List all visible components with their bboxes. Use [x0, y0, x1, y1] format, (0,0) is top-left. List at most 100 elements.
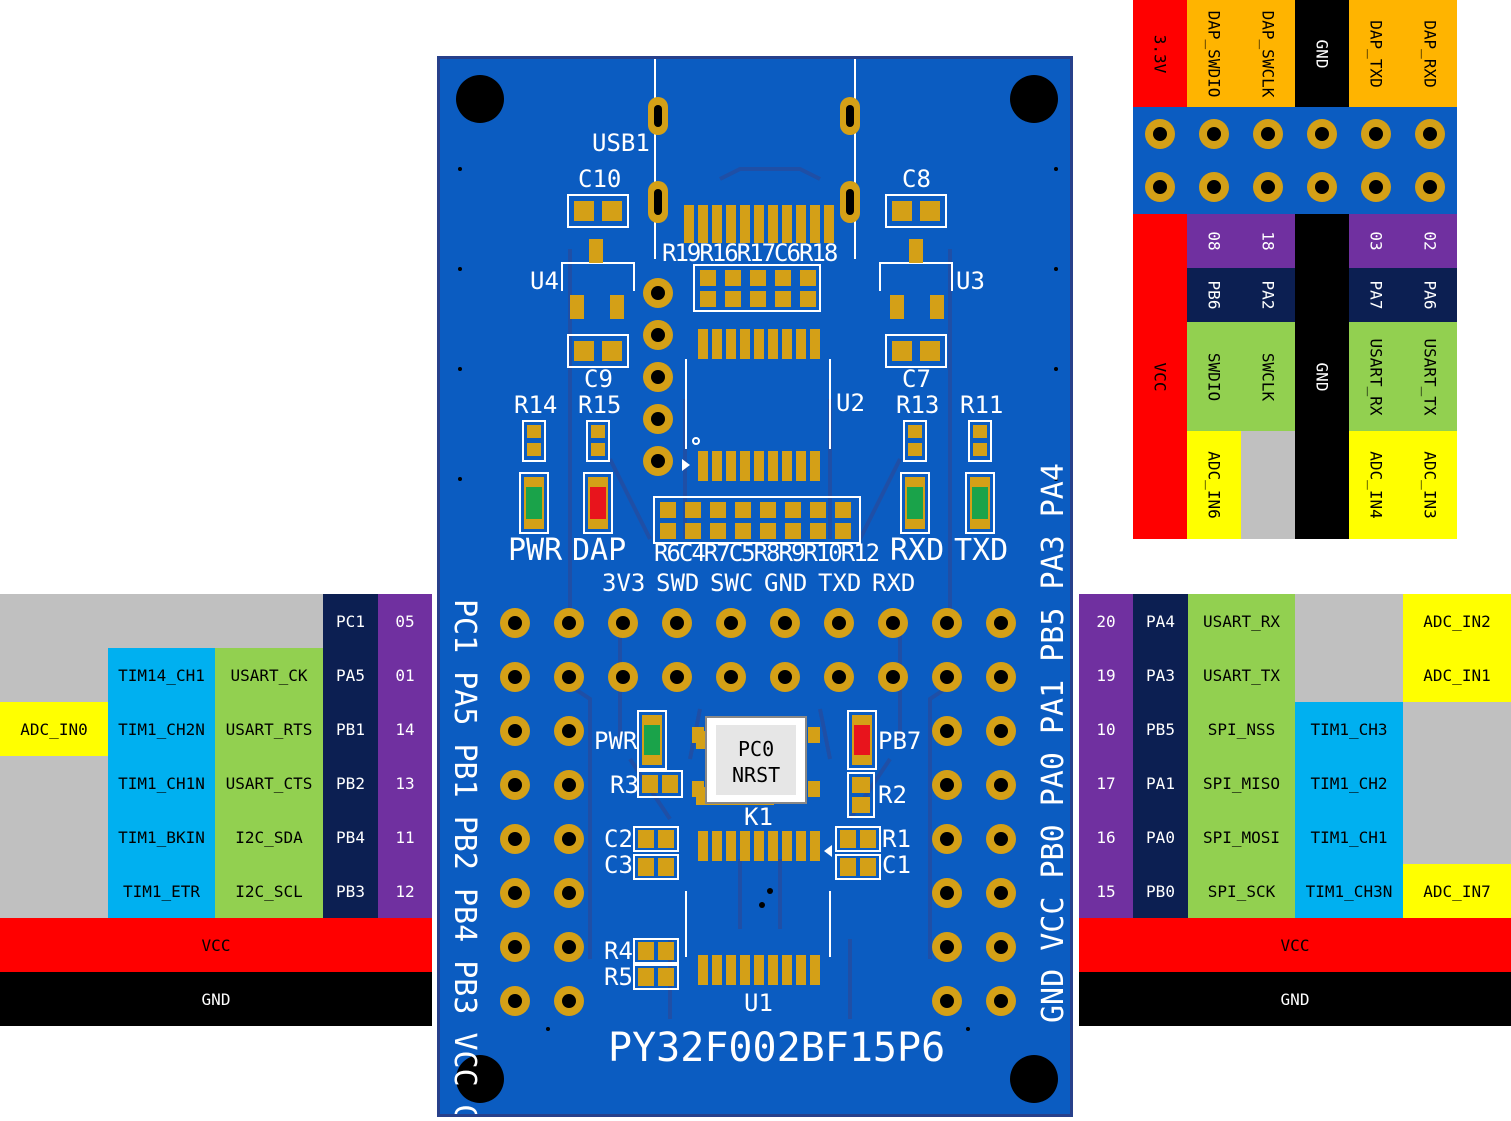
chip-u2	[682, 329, 831, 481]
left-f2-cell	[108, 594, 215, 648]
label-swc: SWC	[710, 569, 754, 597]
label-txd: TXD	[818, 569, 862, 597]
left-f1-cell: USART_CTS	[215, 756, 323, 810]
right-pin-labels: GND VCC PB0 PA0 PA1 PB5 PA3 PA4	[1036, 463, 1071, 1023]
label-rxd-led: RXD	[890, 533, 945, 568]
label-resistor-row-bottom: R6C4R7C5R8R9R10R12	[654, 539, 880, 567]
left-port-cell: PB3	[323, 864, 378, 918]
header-label: 3.3V	[1150, 34, 1170, 73]
header-label: DAP_TXD	[1366, 19, 1386, 88]
header-label: DAP_SWDIO	[1204, 10, 1224, 97]
right-f3-cell	[1403, 756, 1511, 810]
right-num-cell: 19	[1079, 648, 1133, 702]
left-f1-cell	[215, 594, 323, 648]
right-port-cell: PA0	[1133, 810, 1188, 864]
port-label: PA2	[1258, 280, 1278, 310]
pin-number: 02	[1420, 231, 1440, 251]
function-label: USART_RX	[1366, 337, 1386, 416]
header-func-usart-rx: USART_RX	[1349, 322, 1403, 431]
function-label: SWCLK	[1258, 352, 1278, 401]
board-title: PY32F002BF15P6	[608, 1025, 946, 1071]
through-holes-column	[643, 278, 673, 476]
right-f2-cell: TIM1_CH1	[1295, 810, 1403, 864]
label-r5: R5	[604, 963, 633, 991]
resistors-r4-r5	[633, 938, 679, 990]
header-adc-in6: ADC_IN6	[1187, 431, 1241, 539]
header-port-pb6: PB6	[1187, 268, 1241, 322]
left-f1-cell: I2C_SDA	[215, 810, 323, 864]
resistor-array-top	[693, 264, 821, 312]
port-label: PB6	[1204, 280, 1224, 310]
function-label: SWDIO	[1204, 352, 1224, 401]
label-dap-led: DAP	[572, 533, 627, 568]
left-gnd-row: GND	[0, 972, 432, 1026]
header-pin-03: 03	[1349, 214, 1403, 268]
header-label: GND	[1312, 362, 1332, 391]
resistor-array-bottom	[653, 496, 861, 544]
label-r13: R13	[896, 391, 940, 419]
right-f3-cell: ADC_IN2	[1403, 594, 1511, 648]
left-num-cell: 12	[378, 864, 432, 918]
right-f1-cell: SPI_MOSI	[1188, 810, 1295, 864]
left-pin-labels: PC1 PA5 PB1 PB2 PB4 PB3 VCC GND	[447, 599, 482, 1117]
right-f1-cell: USART_RX	[1188, 594, 1295, 648]
cap-c9	[567, 334, 629, 368]
pin-number: 08	[1204, 231, 1224, 251]
left-f3-cell: ADC_IN0	[0, 702, 108, 756]
left-f2-cell: TIM1_CH2N	[108, 702, 215, 756]
right-f3-cell: ADC_IN7	[1403, 864, 1511, 918]
leds-bottom	[637, 710, 877, 770]
label-c1: C1	[882, 851, 911, 879]
left-f3-cell	[0, 864, 108, 918]
label-r1: R1	[882, 825, 911, 853]
reset-button-k1	[692, 716, 820, 805]
left-port-cell: PC1	[323, 594, 378, 648]
left-num-cell: 14	[378, 702, 432, 756]
right-port-cell: PA3	[1133, 648, 1188, 702]
cap-c10	[567, 194, 629, 228]
right-f1-cell: SPI_NSS	[1188, 702, 1295, 756]
label-c9: C9	[584, 365, 613, 393]
header-dap-txd-cell: DAP_TXD	[1349, 0, 1403, 107]
left-f2-cell: TIM1_CH1N	[108, 756, 215, 810]
left-f3-cell	[0, 648, 108, 702]
function-label: USART_TX	[1420, 337, 1440, 416]
right-port-cell: PA1	[1133, 756, 1188, 810]
right-num-cell: 16	[1079, 810, 1133, 864]
header-pin-02: 02	[1403, 214, 1457, 268]
label-r11: R11	[960, 391, 1004, 419]
header-label: DAP_SWCLK	[1258, 10, 1278, 97]
left-port-cell: PB4	[323, 810, 378, 864]
left-f1-cell: I2C_SCL	[215, 864, 323, 918]
right-port-cell: PB0	[1133, 864, 1188, 918]
right-vcc-row: VCC	[1079, 918, 1511, 972]
label-swd: SWD	[656, 569, 700, 597]
label-r2: R2	[878, 781, 907, 809]
header-func-swdio: SWDIO	[1187, 322, 1241, 431]
label-k1: K1	[744, 803, 773, 831]
label-nrst: NRST	[732, 763, 781, 787]
header-dap-rxd-cell: DAP_RXD	[1403, 0, 1457, 107]
left-port-cell: PB1	[323, 702, 378, 756]
right-f2-cell	[1295, 594, 1403, 648]
right-f1-cell: SPI_SCK	[1188, 864, 1295, 918]
header-adc-in3: ADC_IN3	[1403, 431, 1457, 539]
cap-c7	[885, 334, 947, 368]
label-r14: R14	[514, 391, 558, 419]
header-connector	[1133, 107, 1457, 214]
label-r15: R15	[578, 391, 622, 419]
left-vcc-row: VCC	[0, 918, 432, 972]
right-gnd-row: GND	[1079, 972, 1511, 1026]
left-port-cell: PA5	[323, 648, 378, 702]
leds-top	[519, 472, 995, 534]
right-f3-cell: ADC_IN1	[1403, 648, 1511, 702]
header-label: GND	[1312, 39, 1332, 68]
right-port-cell: PA4	[1133, 594, 1188, 648]
label-rxd: RXD	[872, 569, 916, 597]
label-c8: C8	[902, 165, 931, 193]
right-num-cell: 17	[1079, 756, 1133, 810]
left-f1-cell: USART_RTS	[215, 702, 323, 756]
board-artwork	[456, 59, 1058, 1103]
left-f2-cell: TIM1_BKIN	[108, 810, 215, 864]
resistors-led	[522, 420, 992, 462]
